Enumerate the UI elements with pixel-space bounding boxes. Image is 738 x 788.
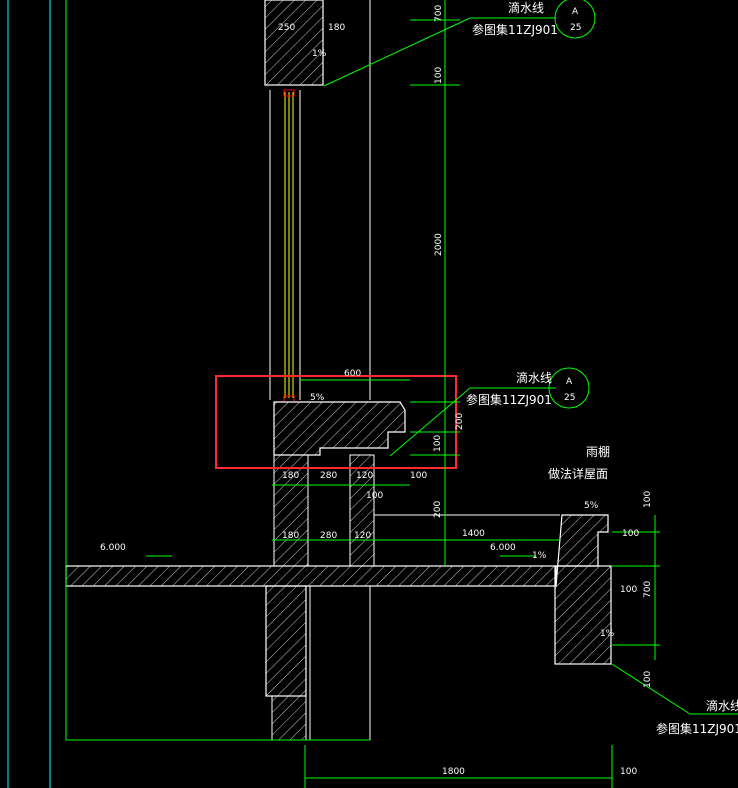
dim-200-b: 200: [433, 501, 443, 518]
dim-100-c: 100: [410, 471, 427, 481]
dim-100-a: 100: [434, 67, 444, 84]
dimension-lines: [65, 0, 660, 788]
slope-canopy: 5%: [584, 501, 599, 511]
dim-100-g: 100: [620, 585, 637, 595]
axis-lines: [7, 0, 51, 788]
dim-2000: 2000: [434, 233, 444, 256]
slope-right: 1%: [600, 629, 615, 639]
dim-700-right: 700: [643, 581, 653, 598]
dim-100-i: 100: [620, 767, 637, 777]
dim-180-top: 180: [328, 23, 345, 33]
dim-120-b: 120: [354, 531, 371, 541]
lower-wall: [305, 586, 371, 740]
dim-100-e: 100: [643, 491, 653, 508]
dim-1800: 1800: [442, 767, 465, 777]
window-frame: [283, 89, 295, 403]
slope-sill: 5%: [310, 393, 325, 403]
dim-180-a: 180: [282, 471, 299, 481]
callout-mid-label2: 参图集11ZJ901: [466, 392, 552, 407]
dim-1400: 1400: [462, 529, 485, 539]
canopy-subtitle: 做法详屋面: [548, 466, 608, 481]
dim-100-d: 100: [366, 491, 383, 501]
callout-bottom-label1: 滴水线: [706, 698, 738, 713]
callout-top-circle-bottom: 25: [570, 23, 581, 33]
dim-100-b: 100: [433, 435, 443, 452]
dim-280-b: 280: [320, 531, 337, 541]
dim-180-b: 180: [282, 531, 299, 541]
callout-top-circle-top: A: [572, 7, 579, 17]
callout-mid-circle-top: A: [566, 377, 573, 387]
callout-mid-circle-bottom: 25: [564, 393, 575, 403]
dim-700-top: 700: [434, 5, 444, 22]
floor-slab: [65, 565, 557, 741]
callout-top-label1: 滴水线: [508, 0, 544, 15]
level-left: 6.000: [100, 543, 126, 553]
dim-280-a: 280: [320, 471, 337, 481]
callout-mid-label1: 滴水线: [516, 370, 552, 385]
leader-lines: [146, 0, 738, 715]
canopy-title: 雨棚: [586, 444, 610, 459]
slope-floor: 1%: [532, 551, 547, 561]
dim-100-f: 100: [622, 529, 639, 539]
callout-top-label2: 参图集11ZJ901: [472, 22, 558, 37]
dim-100-h: 100: [643, 671, 653, 688]
slope-top: 1%: [312, 49, 327, 59]
canopy-section: [554, 514, 612, 665]
upper-wall: [264, 0, 371, 400]
dim-200-a: 200: [455, 413, 465, 430]
dim-120-a: 120: [356, 471, 373, 481]
dim-600: 600: [344, 369, 361, 379]
dim-250: 250: [278, 23, 295, 33]
window-sill: [273, 401, 560, 567]
callout-bottom-label2: 参图集11ZJ901: [656, 721, 738, 736]
highlight-box: [215, 375, 457, 469]
level-right: 6.000: [490, 543, 516, 553]
